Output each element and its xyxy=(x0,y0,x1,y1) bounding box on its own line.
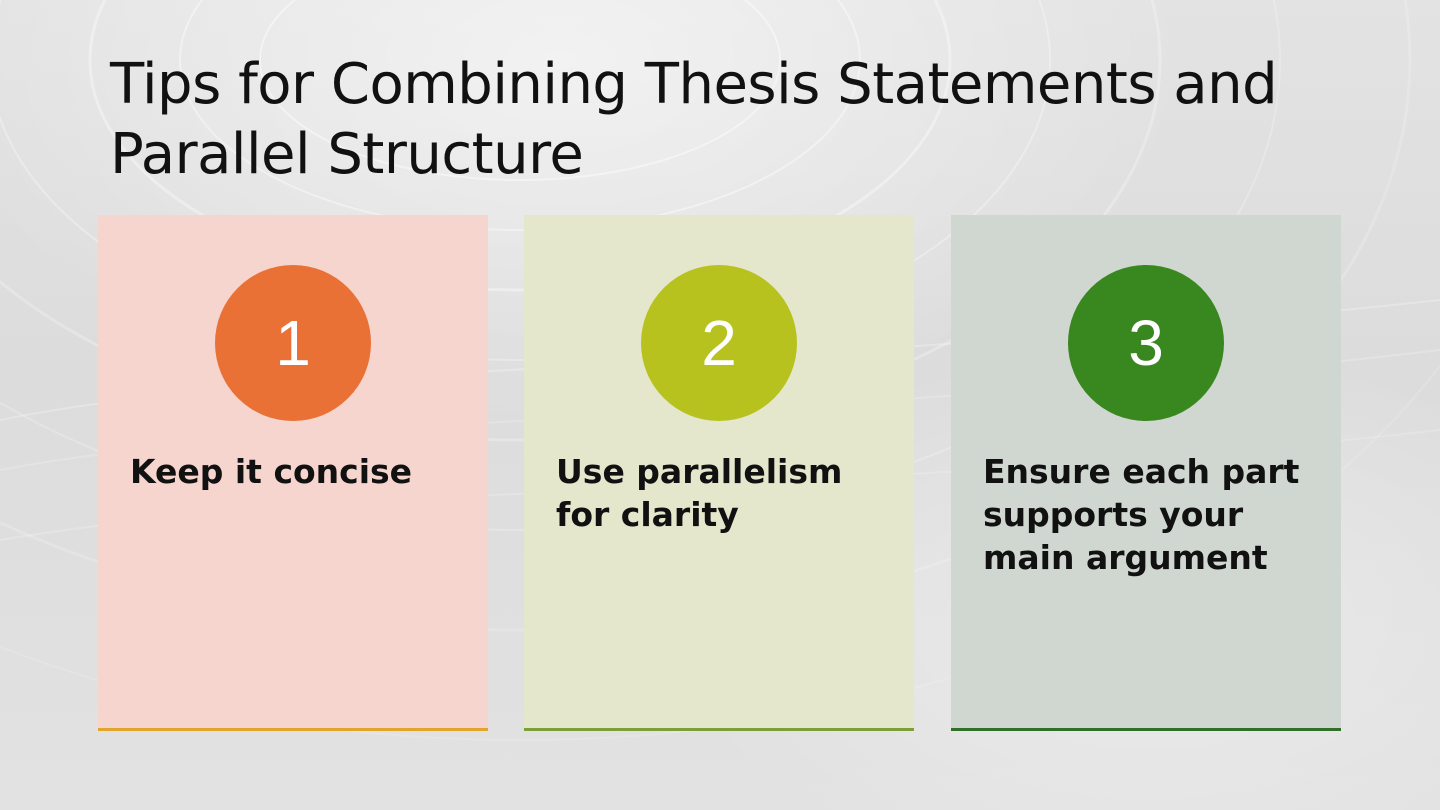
tip-number-badge: 1 xyxy=(215,265,371,421)
card-accent-bar xyxy=(524,728,914,731)
tip-text: Use parallelism for clarity xyxy=(556,452,843,534)
tip-text: Keep it concise xyxy=(130,452,413,491)
slide-title: Tips for Combining Thesis Statements and… xyxy=(110,52,1278,187)
tip-card-2: 2 Use parallelism for clarity xyxy=(524,215,914,731)
tip-number-badge: 2 xyxy=(641,265,797,421)
tip-card-3: 3 Ensure each part supports your main ar… xyxy=(951,215,1341,731)
tip-card-1: 1 Keep it concise xyxy=(98,215,488,731)
card-accent-bar xyxy=(98,728,488,731)
card-accent-bar xyxy=(951,728,1341,731)
tip-number-badge: 3 xyxy=(1068,265,1224,421)
tip-text: Ensure each part supports your main argu… xyxy=(983,452,1300,577)
